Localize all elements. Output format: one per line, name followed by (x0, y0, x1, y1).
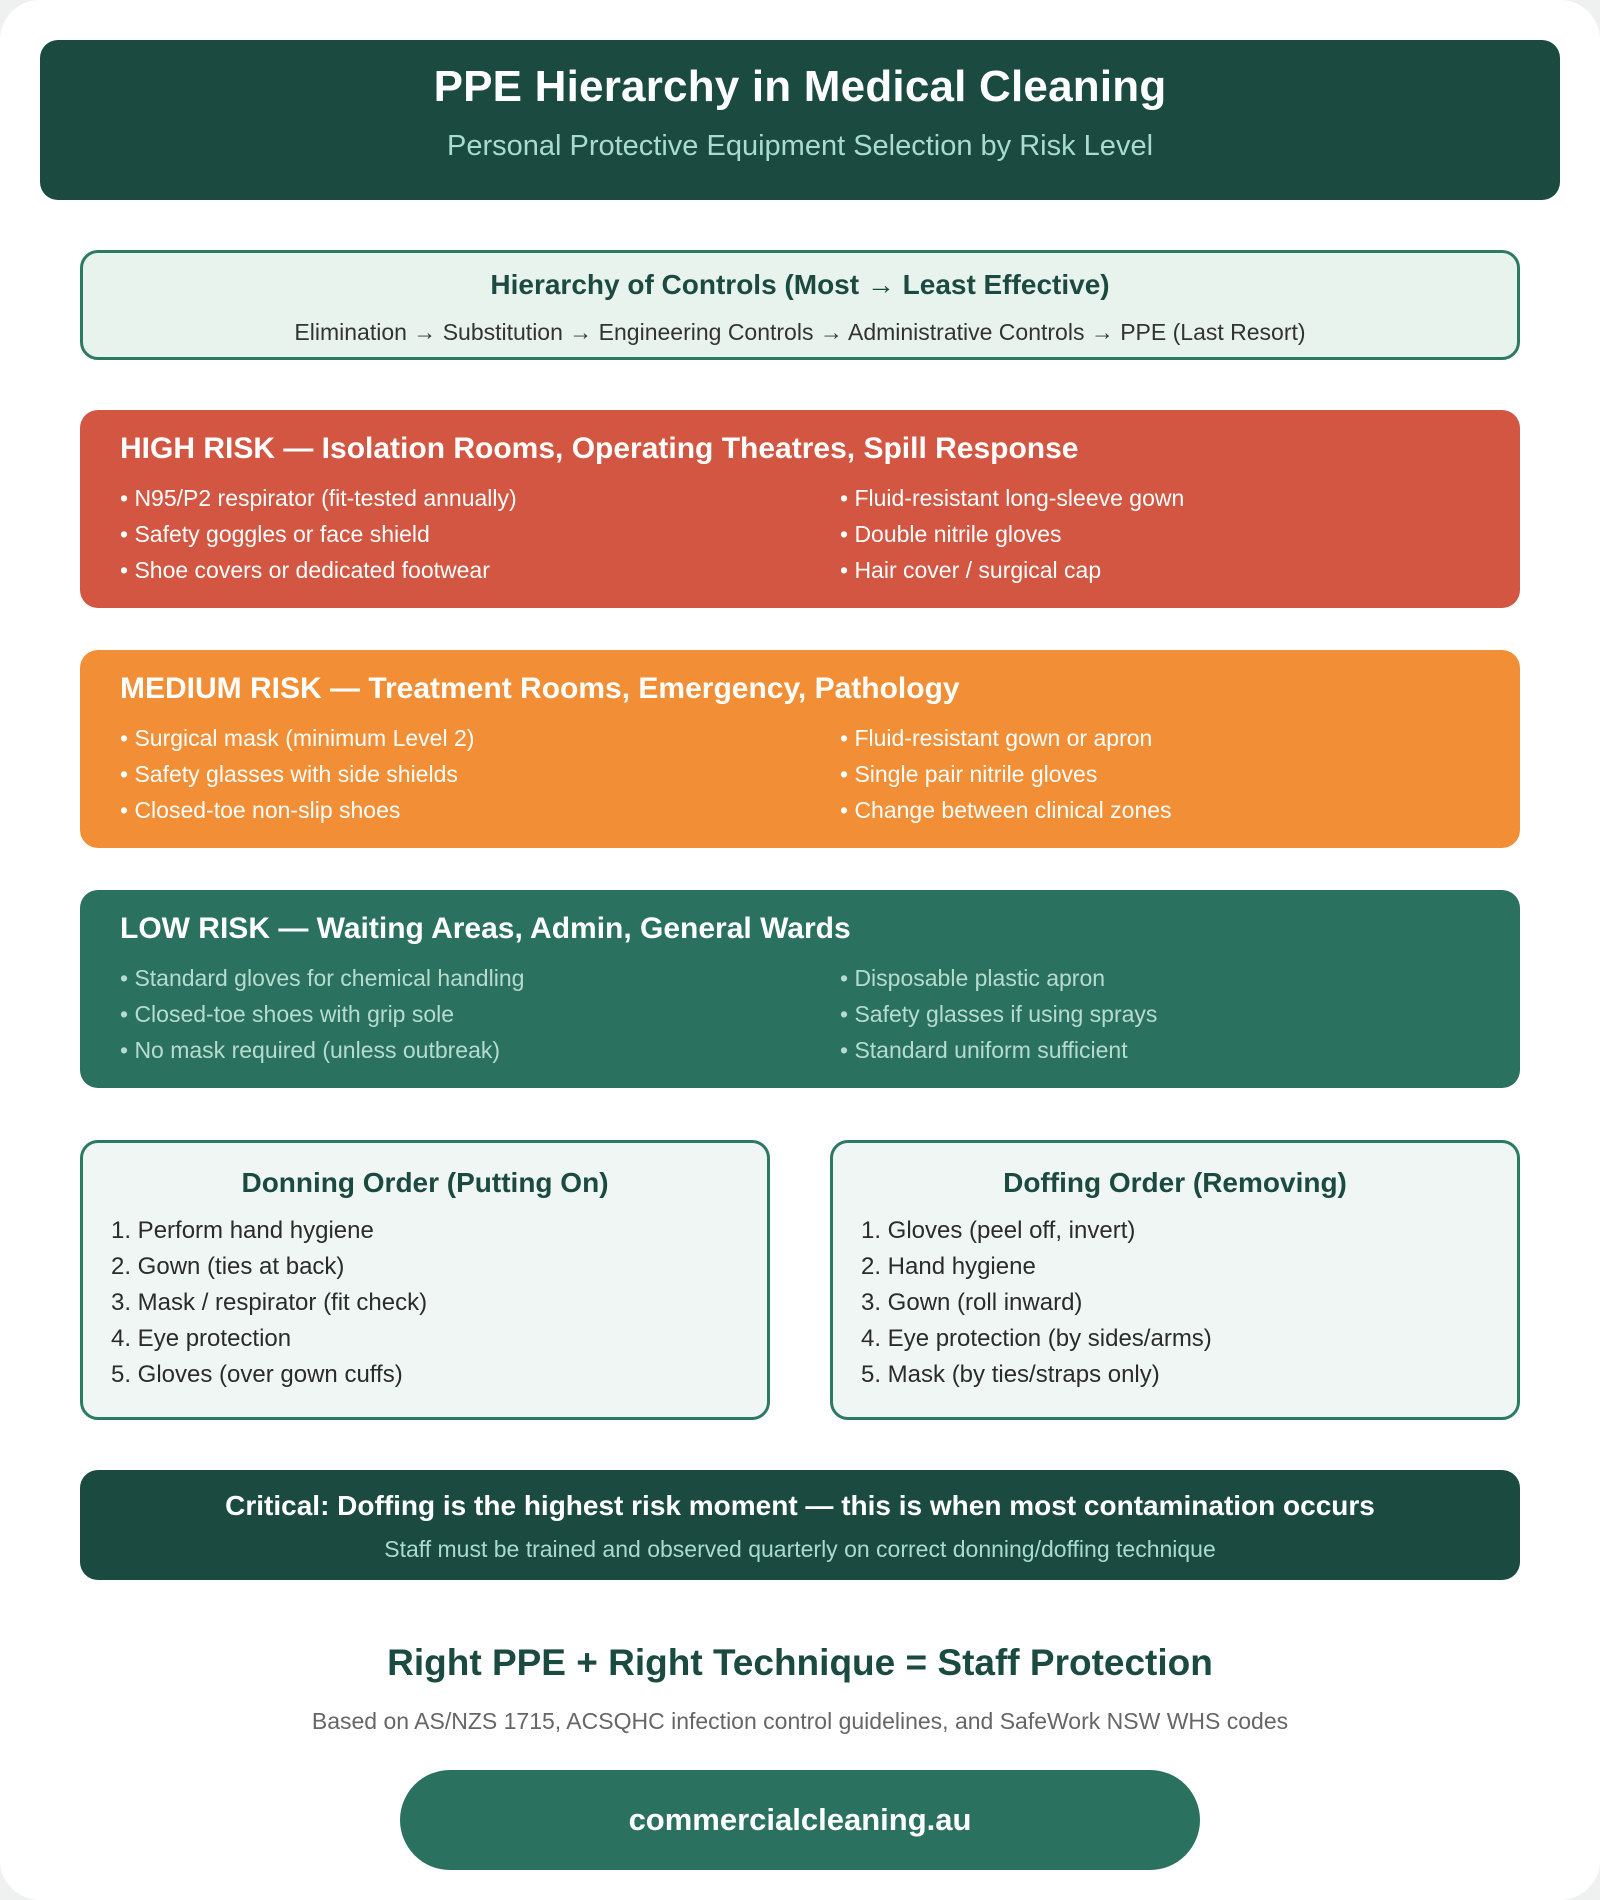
list-item: 1. Gloves (peel off, invert) (861, 1217, 1136, 1244)
donning-title: Donning Order (Putting On) (241, 1167, 609, 1198)
list-item: • Disposable plastic apron (840, 965, 1106, 991)
list-item: 4. Eye protection (111, 1325, 292, 1352)
list-item: 5. Mask (by ties/straps only) (861, 1361, 1160, 1388)
doffing-title: Doffing Order (Removing) (1003, 1167, 1347, 1198)
high-risk-list-right: • Fluid-resistant long-sleeve gown • Dou… (840, 480, 1184, 588)
list-item: • Hair cover / surgical cap (840, 557, 1102, 583)
list-item: 5. Gloves (over gown cuffs) (111, 1361, 403, 1388)
list-item: 3. Mask / respirator (fit check) (111, 1289, 428, 1316)
list-item: • Fluid-resistant gown or apron (840, 725, 1153, 751)
list-item: • Safety glasses with side shields (120, 761, 458, 787)
list-item: • No mask required (unless outbreak) (120, 1037, 501, 1063)
high-risk-panel: HIGH RISK — Isolation Rooms, Operating T… (80, 410, 1520, 608)
list-item: • Safety goggles or face shield (120, 521, 430, 547)
list-item: • Standard uniform sufficient (840, 1037, 1128, 1063)
donning-steps: 1. Perform hand hygiene 2. Gown (ties at… (111, 1213, 427, 1393)
medium-risk-panel: MEDIUM RISK — Treatment Rooms, Emergency… (80, 650, 1520, 848)
list-item: • Standard gloves for chemical handling (120, 965, 525, 991)
critical-subtitle: Staff must be trained and observed quart… (384, 1536, 1216, 1562)
tagline: Right PPE + Right Technique = Staff Prot… (387, 1642, 1213, 1683)
medium-risk-title: MEDIUM RISK — Treatment Rooms, Emergency… (120, 672, 960, 705)
controls-title: Hierarchy of Controls (Most → Least Effe… (490, 269, 1110, 300)
low-risk-title: LOW RISK — Waiting Areas, Admin, General… (120, 912, 851, 945)
critical-banner: Critical: Doffing is the highest risk mo… (80, 1470, 1520, 1580)
website-link-button[interactable]: commercialcleaning.au (400, 1770, 1200, 1870)
list-item: • Double nitrile gloves (840, 521, 1062, 547)
low-risk-list-left: • Standard gloves for chemical handling … (120, 960, 524, 1068)
list-item: • Safety glasses if using sprays (840, 1001, 1158, 1027)
list-item: • Surgical mask (minimum Level 2) (120, 725, 475, 751)
list-item: 4. Eye protection (by sides/arms) (861, 1325, 1212, 1352)
list-item: • Change between clinical zones (840, 797, 1172, 823)
medium-risk-list-right: • Fluid-resistant gown or apron • Single… (840, 720, 1172, 828)
list-item: 2. Gown (ties at back) (111, 1253, 345, 1280)
sources-note: Based on AS/NZS 1715, ACSQHC infection c… (311, 1708, 1289, 1734)
low-risk-list-right: • Disposable plastic apron • Safety glas… (840, 960, 1157, 1068)
doffing-steps: 1. Gloves (peel off, invert) 2. Hand hyg… (861, 1213, 1212, 1393)
list-item: • Fluid-resistant long-sleeve gown (840, 485, 1185, 511)
donning-order-box: Donning Order (Putting On) 1. Perform ha… (80, 1140, 770, 1420)
page-subtitle: Personal Protective Equipment Selection … (446, 130, 1154, 162)
page-title: PPE Hierarchy in Medical Cleaning (433, 62, 1167, 111)
list-item: • N95/P2 respirator (fit-tested annually… (120, 485, 517, 511)
header-banner: PPE Hierarchy in Medical Cleaning Person… (40, 40, 1560, 200)
doffing-order-box: Doffing Order (Removing) 1. Gloves (peel… (830, 1140, 1520, 1420)
list-item: • Shoe covers or dedicated footwear (120, 557, 490, 583)
list-item: • Closed-toe non-slip shoes (120, 797, 401, 823)
high-risk-title: HIGH RISK — Isolation Rooms, Operating T… (120, 432, 1079, 465)
high-risk-list-left: • N95/P2 respirator (fit-tested annually… (120, 480, 517, 588)
list-item: 3. Gown (roll inward) (861, 1289, 1083, 1316)
medium-risk-list-left: • Surgical mask (minimum Level 2) • Safe… (120, 720, 474, 828)
critical-title: Critical: Doffing is the highest risk mo… (225, 1490, 1375, 1521)
hierarchy-of-controls-box: Hierarchy of Controls (Most → Least Effe… (80, 250, 1520, 360)
list-item: 1. Perform hand hygiene (111, 1217, 374, 1244)
low-risk-panel: LOW RISK — Waiting Areas, Admin, General… (80, 890, 1520, 1088)
list-item: • Single pair nitrile gloves (840, 761, 1098, 787)
list-item: • Closed-toe shoes with grip sole (120, 1001, 455, 1027)
list-item: 2. Hand hygiene (861, 1253, 1036, 1280)
controls-chain: Elimination → Substitution → Engineering… (294, 319, 1306, 345)
